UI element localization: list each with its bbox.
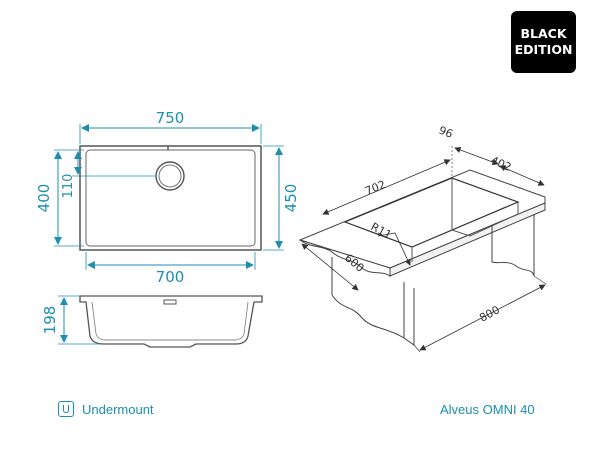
sink-profile-inner — [91, 301, 249, 341]
badge-line-1: BLACK — [520, 26, 567, 41]
undermount-icon: U — [58, 401, 74, 417]
cabinet-right-wall — [491, 214, 535, 277]
model-name: Alveus OMNI 40 — [440, 402, 535, 417]
mount-type: U Undermount — [58, 401, 154, 417]
dim-label-96: 96 — [437, 124, 455, 141]
dim-label-750: 750 — [156, 109, 185, 127]
dim-label-700: 700 — [156, 268, 185, 286]
dim-label-198: 198 — [41, 306, 59, 335]
sink-inner-bowl — [85, 149, 256, 247]
badge-line-2: EDITION — [514, 42, 573, 57]
drain-inner — [158, 164, 182, 188]
dim-label-400: 400 — [35, 184, 53, 213]
top-view: 750 700 450 400 110 — [35, 109, 300, 286]
cabinet-left-wall — [331, 257, 405, 339]
dim-label-110: 110 — [61, 174, 76, 199]
drain-outer — [155, 161, 185, 191]
black-edition-badge: BLACK EDITION — [511, 11, 576, 73]
mount-label: Undermount — [82, 401, 154, 417]
dim-label-800: 800 — [477, 303, 502, 324]
dim-label-702: 702 — [363, 178, 387, 198]
sink-outer-rim — [79, 145, 262, 251]
sink-profile-outer — [79, 295, 263, 348]
drain-section — [163, 299, 177, 305]
isometric-view: 96 402 702 R11 600 800 — [298, 124, 547, 353]
dim-label-402: 402 — [489, 154, 513, 174]
dim-label-450: 450 — [282, 184, 300, 213]
side-view: 198 — [41, 295, 263, 348]
